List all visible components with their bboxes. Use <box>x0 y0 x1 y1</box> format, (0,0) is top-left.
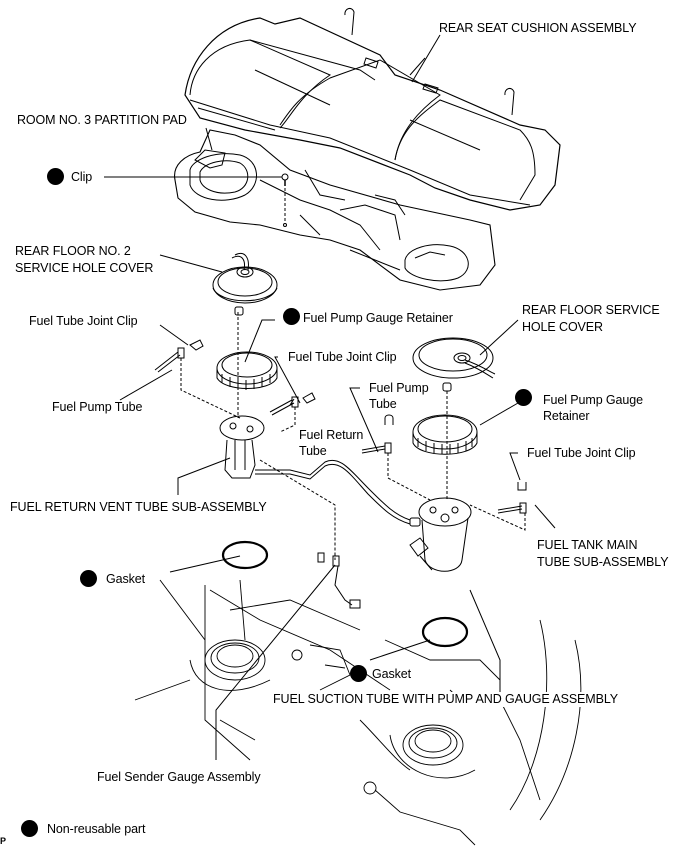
partition-pad-drawing <box>174 127 496 291</box>
non-reusable-dot-icon <box>80 570 97 587</box>
label-fuel-pump-tube-right-2: Tube <box>369 397 397 411</box>
label-rear-floor-no2-cover-2: SERVICE HOLE COVER <box>15 261 154 275</box>
label-gasket-left: Gasket <box>106 572 145 586</box>
fuel-sender-gauge-drawing <box>317 552 361 609</box>
corner-mark: P <box>0 836 7 846</box>
non-reusable-dot-icon <box>515 389 532 406</box>
label-fuel-tube-joint-clip-right: Fuel Tube Joint Clip <box>527 446 636 460</box>
label-fuel-sender-gauge: Fuel Sender Gauge Assembly <box>97 770 261 784</box>
gasket-left-drawing <box>221 540 269 570</box>
label-fuel-return-vent-tube: FUEL RETURN VENT TUBE SUB-ASSEMBLY <box>10 500 267 514</box>
gasket-right-drawing <box>421 616 469 648</box>
label-fuel-tank-main-tube-1: FUEL TANK MAIN <box>537 538 638 552</box>
label-fuel-return-tube-2: Tube <box>299 444 327 458</box>
label-fuel-suction-tube: FUEL SUCTION TUBE WITH PUMP AND GAUGE AS… <box>273 692 619 707</box>
fuel-pump-assembly-drawing <box>409 497 472 572</box>
right-tubes-drawing <box>361 414 527 531</box>
legend-text: Non-reusable part <box>47 822 146 836</box>
vehicle-floor-drawing <box>134 579 582 846</box>
label-rear-seat-cushion: REAR SEAT CUSHION ASSEMBLY <box>439 21 637 35</box>
label-fuel-pump-gauge-retainer-left: Fuel Pump Gauge Retainer <box>303 311 453 325</box>
non-reusable-legend-dot-icon <box>21 820 38 837</box>
label-rear-floor-cover-2: HOLE COVER <box>522 320 603 334</box>
label-fuel-pump-tube-left: Fuel Pump Tube <box>52 400 143 414</box>
non-reusable-dot-icon <box>283 308 300 325</box>
leader-lines <box>104 34 556 760</box>
label-clip: Clip <box>71 170 93 184</box>
right-retainer-drawing <box>412 391 478 500</box>
label-rear-floor-no2-cover-1: REAR FLOOR NO. 2 <box>15 244 131 258</box>
rear-seat-cushion-drawing <box>184 7 561 211</box>
label-rear-floor-cover-1: REAR FLOOR SERVICE <box>522 303 660 317</box>
label-room-partition-pad: ROOM NO. 3 PARTITION PAD <box>17 113 187 127</box>
non-reusable-dot-icon <box>47 168 64 185</box>
rear-floor-no2-cover-drawing <box>212 253 278 316</box>
label-gasket-right: Gasket <box>372 667 411 681</box>
label-fuel-pump-gauge-retainer-right-2: Retainer <box>543 409 590 423</box>
left-tubes-drawing <box>154 312 316 433</box>
label-fuel-tank-main-tube-2: TUBE SUB-ASSEMBLY <box>537 555 669 569</box>
label-fuel-pump-gauge-retainer-right-1: Fuel Pump Gauge <box>543 393 643 407</box>
rear-floor-cover-drawing <box>412 337 496 392</box>
fuel-return-vent-tube-drawing <box>219 415 421 560</box>
label-fuel-tube-joint-clip-left: Fuel Tube Joint Clip <box>29 314 138 328</box>
label-fuel-pump-tube-right-1: Fuel Pump <box>369 381 429 395</box>
non-reusable-dot-icon <box>350 665 367 682</box>
clip-drawing <box>281 173 289 227</box>
label-fuel-tube-joint-clip-mid: Fuel Tube Joint Clip <box>288 350 397 364</box>
label-fuel-return-tube-1: Fuel Return <box>299 428 364 442</box>
